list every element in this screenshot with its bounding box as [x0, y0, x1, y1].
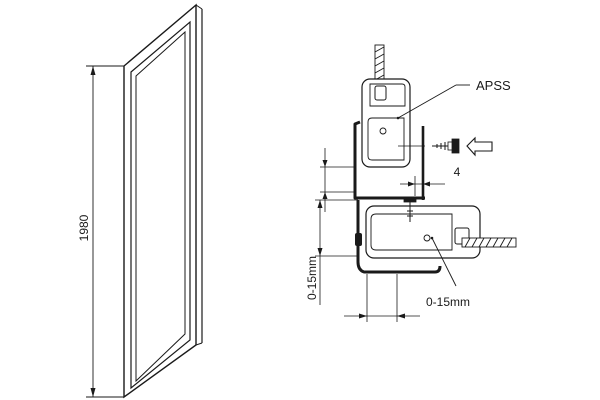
vadj-arrow-top [317, 200, 323, 208]
apss-leader [397, 84, 457, 119]
apss-leader-dot [396, 116, 400, 120]
height-arrow-top [90, 66, 96, 75]
offset-arrow-top [322, 160, 328, 167]
upper-glass-clip [374, 85, 387, 101]
lower-screw-head [403, 196, 417, 203]
apss-label: APSS [476, 78, 511, 93]
upper-glass-hatch [374, 46, 385, 95]
screw [432, 138, 460, 154]
gap-arrow-right [423, 181, 430, 187]
mounting-bracket [398, 126, 425, 200]
horizontal-adjust-label: 0-15mm [426, 295, 470, 309]
height-label: 1980 [77, 214, 91, 241]
hadj-arrow-left [359, 313, 367, 319]
gap-dimension [400, 176, 445, 196]
upper-profile-body [361, 78, 411, 168]
lower-profile [355, 205, 481, 259]
upper-profile-inner [369, 83, 406, 107]
screw-neck [447, 141, 453, 151]
upper-screw-hole [379, 127, 387, 135]
lower-screw-hole [423, 234, 431, 242]
wall-profile-lower [356, 200, 442, 274]
lower-glass-hatch [464, 237, 513, 248]
panel-frame-inner [130, 20, 191, 390]
vertical-adjust-label: 0-15mm [305, 256, 319, 300]
lower-screw-thread [407, 202, 413, 222]
lower-glass-strip [461, 237, 517, 248]
shower-panel [123, 3, 203, 399]
lower-leader-dot [430, 236, 434, 240]
panel-glass [135, 30, 186, 383]
apss-upper-profile [361, 78, 411, 168]
upper-glass-strip [374, 44, 385, 98]
gap-label: 4 [454, 165, 461, 179]
insert-arrow [466, 136, 493, 157]
horizontal-adjust-dimension [344, 274, 420, 322]
lower-screw [403, 196, 417, 222]
screw-thread [432, 142, 448, 150]
upper-profile-cavity [367, 117, 405, 161]
lower-profile-cavity [370, 213, 453, 251]
lower-leader [431, 237, 457, 287]
height-arrow-bottom [90, 388, 96, 397]
vadj-arrow-bottom [317, 248, 323, 256]
wall-profile [353, 120, 442, 274]
gap-arrow-left [408, 181, 415, 187]
offset-dimension [320, 148, 355, 212]
screw-head [451, 138, 460, 154]
height-dimension [86, 65, 124, 398]
vertical-adjust-dimension [315, 199, 358, 305]
panel-edge-right [195, 4, 203, 10]
panel-edge-bottom [195, 342, 203, 346]
wall-profile-upper [353, 120, 425, 200]
lower-seal [355, 233, 362, 246]
lower-profile-body [365, 205, 481, 259]
offset-arrow-bottom [322, 192, 328, 199]
hadj-arrow-right [397, 313, 405, 319]
